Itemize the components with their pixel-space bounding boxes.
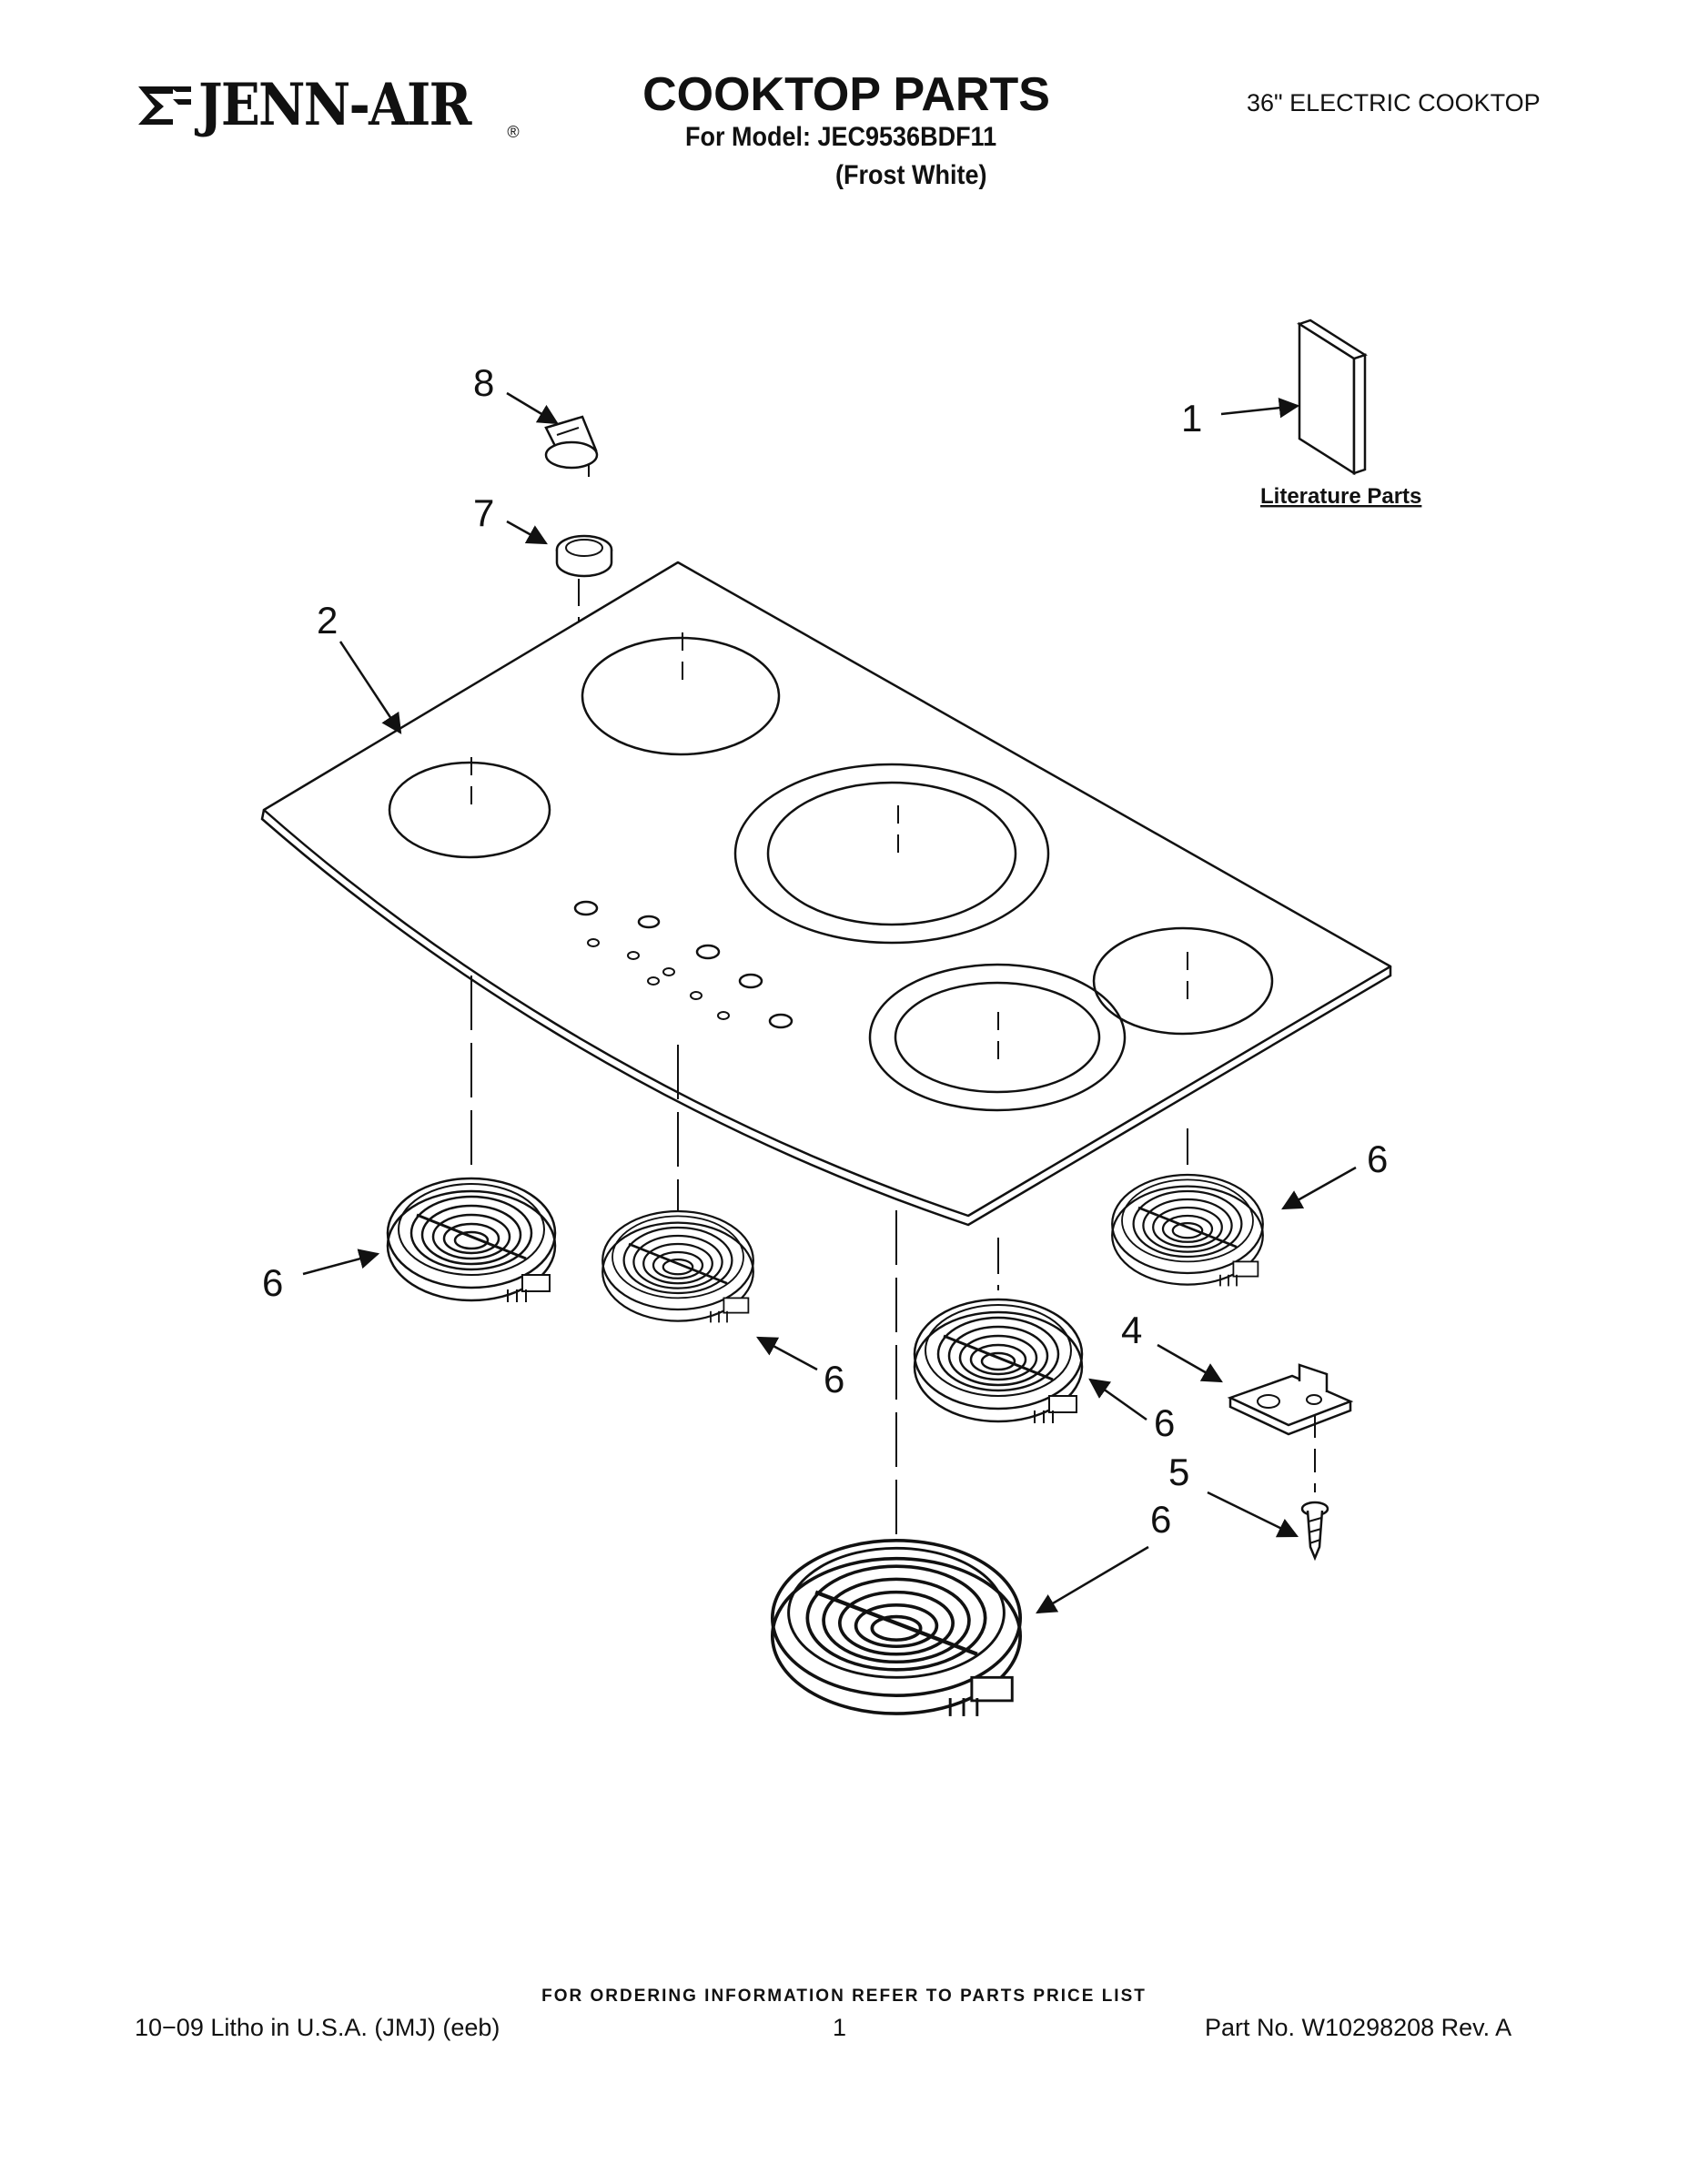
surface-element-left-center	[601, 1209, 755, 1324]
callout-arrows	[302, 391, 1357, 1614]
surface-element-center-large	[773, 1541, 1020, 1716]
brand-name: JENN-AIR	[198, 70, 471, 139]
callout-4: 4	[1121, 1309, 1142, 1351]
product-description: 36" ELECTRIC COOKTOP	[1247, 89, 1541, 116]
page-title: COOKTOP PARTS	[642, 68, 1050, 121]
page-number: 1	[833, 2014, 847, 2041]
callout-5: 5	[1168, 1451, 1189, 1493]
jenn-air-logo-icon	[138, 86, 191, 125]
model-number: For Model: JEC9536BDF11	[685, 122, 997, 152]
brand-logo: JENN-AIR ®	[136, 64, 520, 146]
callout-1: 1	[1181, 397, 1202, 440]
brand-registered-mark: ®	[507, 122, 520, 141]
part-number: Part No. W10298208 Rev. A	[1205, 2014, 1512, 2041]
callout-6-right-rear: 6	[1367, 1138, 1388, 1180]
surface-element-right-front	[913, 1298, 1084, 1425]
mounting-screw	[1300, 1501, 1329, 1562]
control-knob	[544, 415, 599, 470]
glass-cooktop-top	[260, 561, 1392, 1227]
callout-6-left: 6	[262, 1261, 283, 1304]
callout-7: 7	[473, 491, 494, 534]
callout-6-center: 6	[1150, 1498, 1171, 1541]
model-color-variant: (Frost White)	[835, 160, 987, 190]
title-block: COOKTOP PARTS For Model: JEC9536BDF11 (F…	[546, 67, 1183, 190]
callout-8: 8	[473, 361, 494, 404]
callout-6-right-front: 6	[1154, 1401, 1175, 1444]
surface-element-left	[386, 1177, 557, 1304]
literature-parts-box	[1297, 318, 1368, 476]
literature-parts-label: Literature Parts	[1260, 484, 1421, 509]
print-info: 10−09 Litho in U.S.A. (JMJ) (eeb)	[135, 2014, 500, 2041]
callout-6-left-center: 6	[824, 1358, 844, 1400]
ordering-note: FOR ORDERING INFORMATION REFER TO PARTS …	[541, 1987, 1147, 2006]
callout-2: 2	[317, 599, 338, 642]
surface-element-right-rear	[1110, 1173, 1265, 1288]
element-bracket	[1227, 1363, 1354, 1436]
knob-grommet	[555, 534, 613, 578]
